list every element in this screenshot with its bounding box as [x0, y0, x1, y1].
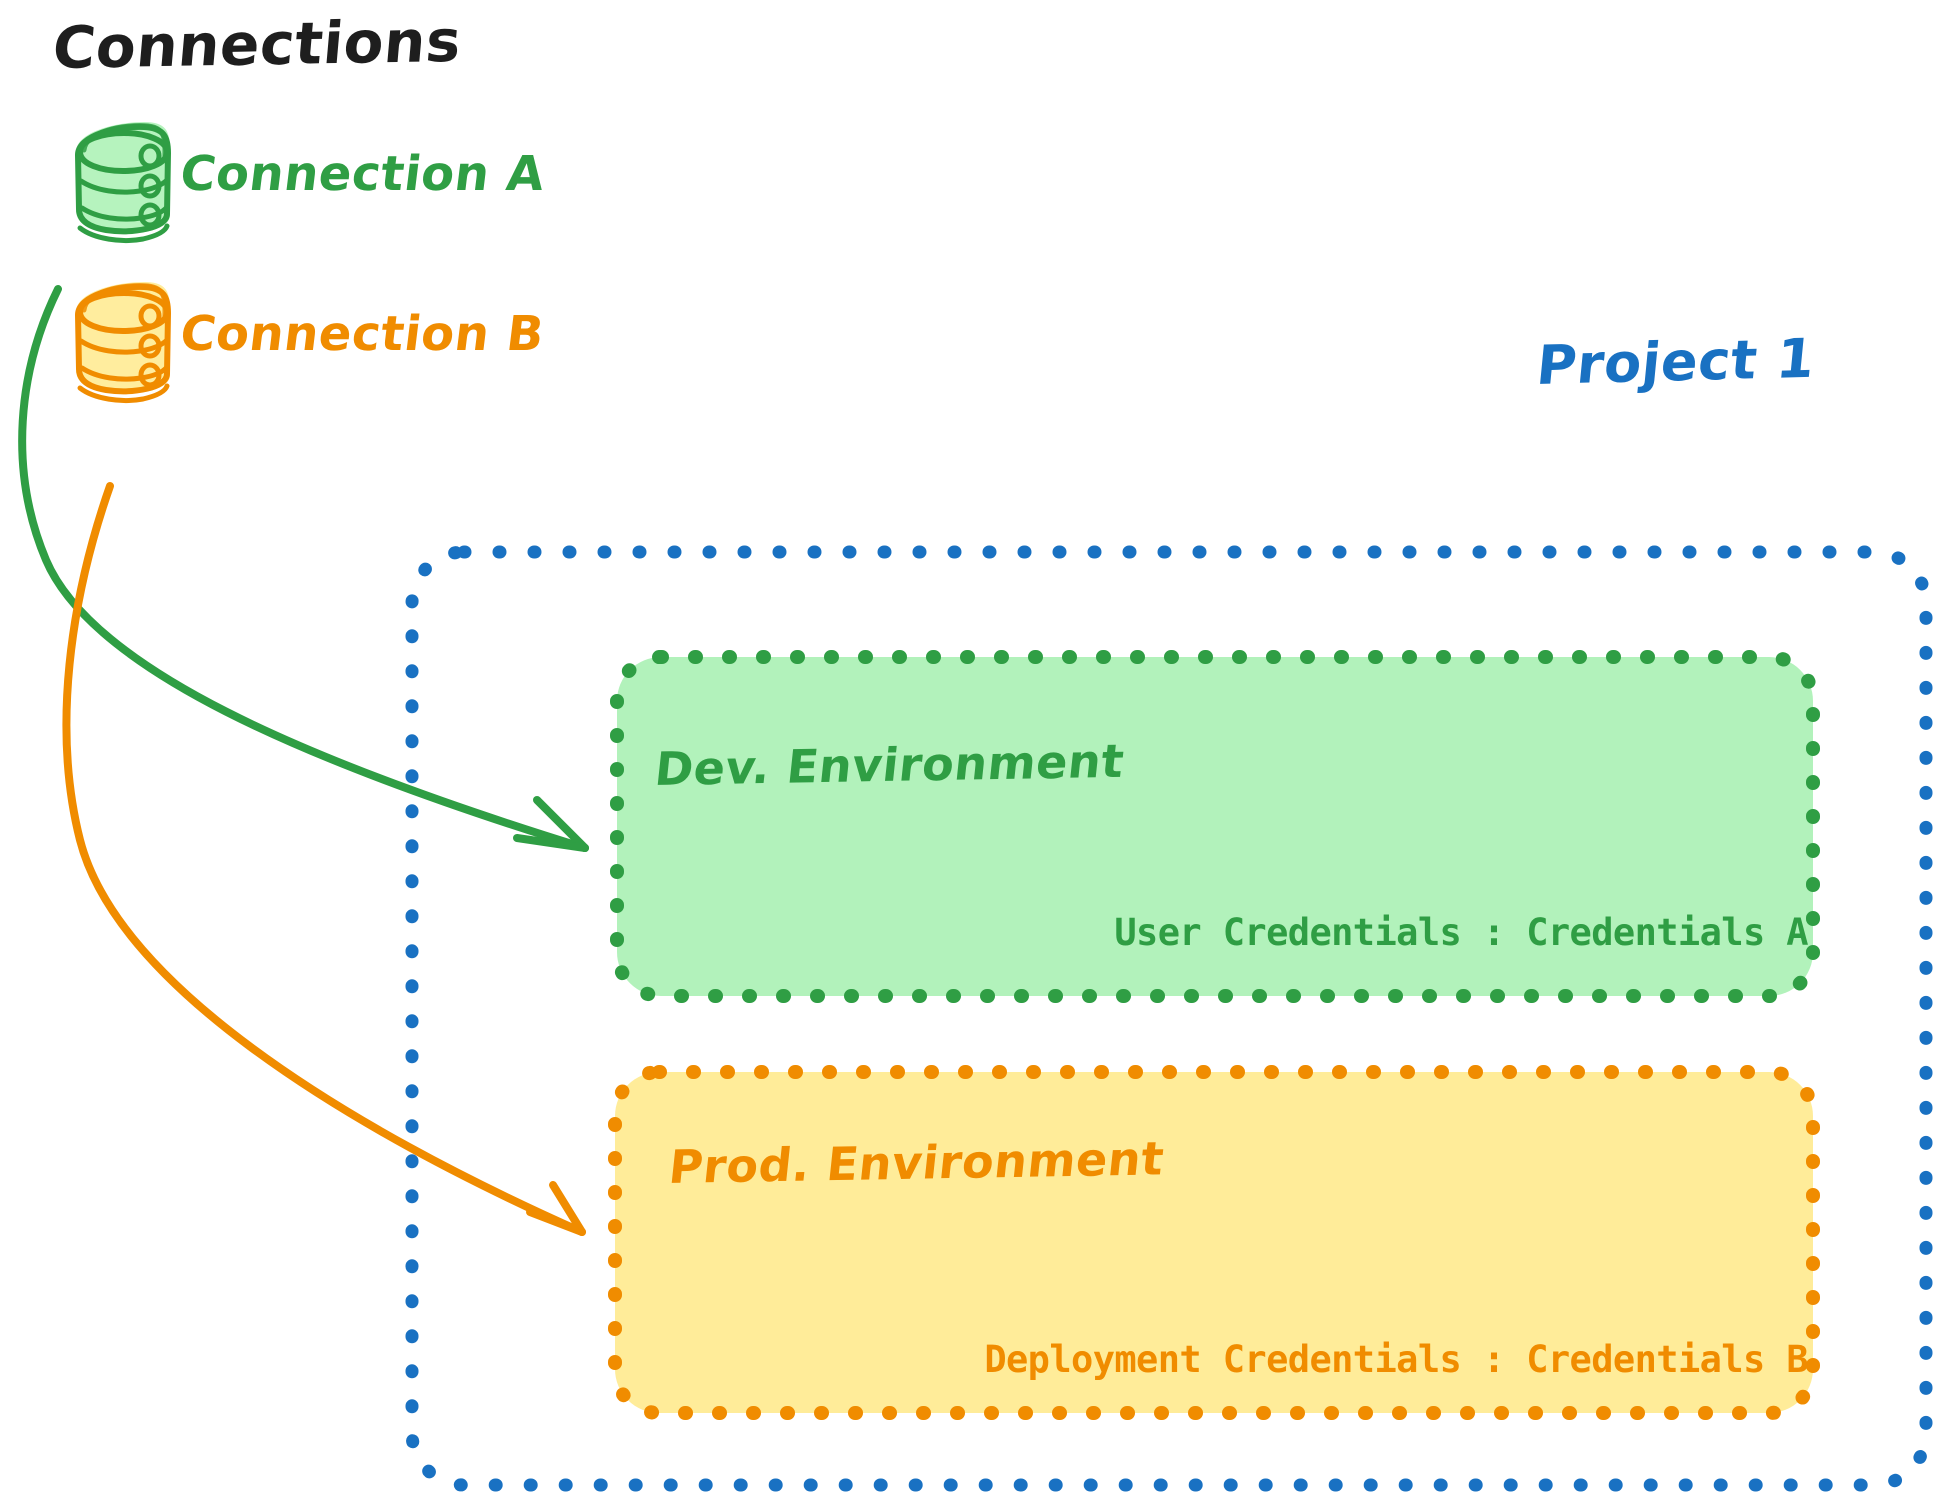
- dev-environment-credentials: User Credentials : Credentials A: [1114, 911, 1808, 954]
- prod-environment-credentials: Deployment Credentials : Credentials B: [984, 1338, 1808, 1381]
- page-title: Connections: [50, 6, 465, 82]
- prod-environment-title: Prod. Environment: [666, 1131, 1167, 1194]
- connection-a-label[interactable]: Connection A: [177, 146, 548, 202]
- dev-environment-title: Dev. Environment: [652, 733, 1127, 796]
- connection-b-label[interactable]: Connection B: [177, 306, 548, 362]
- arrow-connection-b-to-prod-env: [62, 482, 586, 1236]
- arrow-connection-a-to-dev-env: [18, 285, 589, 852]
- project-label: Project 1: [1533, 326, 1818, 397]
- project-container[interactable]: [405, 545, 1933, 1492]
- dev-environment-box[interactable]: [610, 650, 1820, 1003]
- prod-environment-box[interactable]: [608, 1065, 1820, 1420]
- connection-a-database-icon[interactable]: [75, 122, 171, 243]
- connection-b-database-icon[interactable]: [75, 282, 171, 403]
